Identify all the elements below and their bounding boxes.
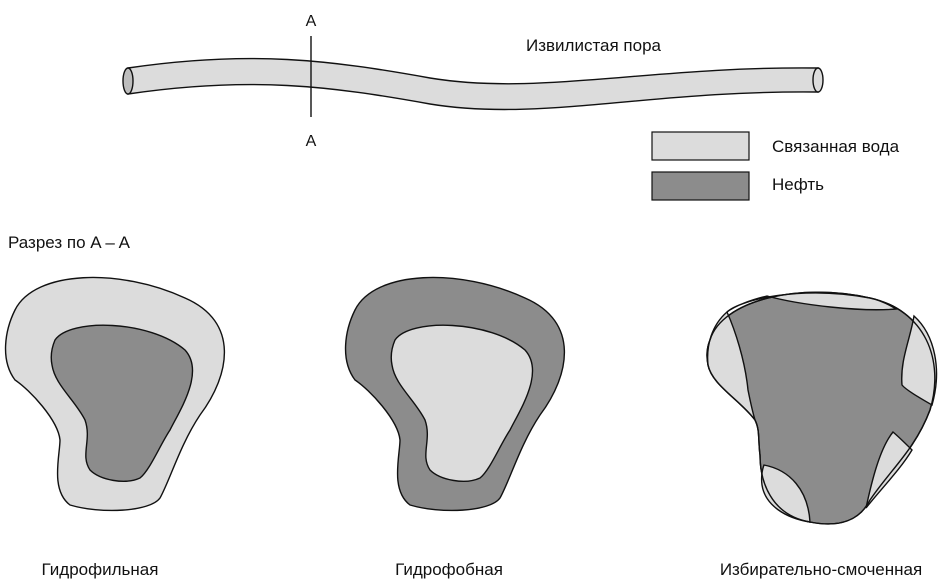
panel-hydrophilic: Гидрофильная xyxy=(6,277,225,579)
selective-caption: Избирательно-смоченная xyxy=(720,560,922,579)
tortuous-pore: A A Извилистая пора xyxy=(123,13,823,150)
hydrophilic-caption: Гидрофильная xyxy=(42,560,159,579)
hydrophobic-caption: Гидрофобная xyxy=(395,560,503,579)
panel-selectively-wetted: Избирательно-смоченная xyxy=(707,292,937,579)
legend-label-bound-water: Связанная вода xyxy=(772,137,900,156)
section-caption: Разрез по A – A xyxy=(8,233,131,252)
section-mark-top: A xyxy=(306,13,317,30)
selective-pore-body xyxy=(707,292,935,524)
panel-hydrophobic: Гидрофобная xyxy=(346,277,565,579)
pore-right-end xyxy=(813,68,823,92)
legend-label-oil: Нефть xyxy=(772,175,824,194)
pore-title: Извилистая пора xyxy=(526,36,662,55)
pore-left-end xyxy=(123,68,133,94)
pore-tube-body xyxy=(128,59,818,110)
legend: Связанная вода Нефть xyxy=(652,132,900,200)
legend-swatch-bound-water xyxy=(652,132,749,160)
section-mark-bottom: A xyxy=(306,133,317,150)
legend-swatch-oil xyxy=(652,172,749,200)
